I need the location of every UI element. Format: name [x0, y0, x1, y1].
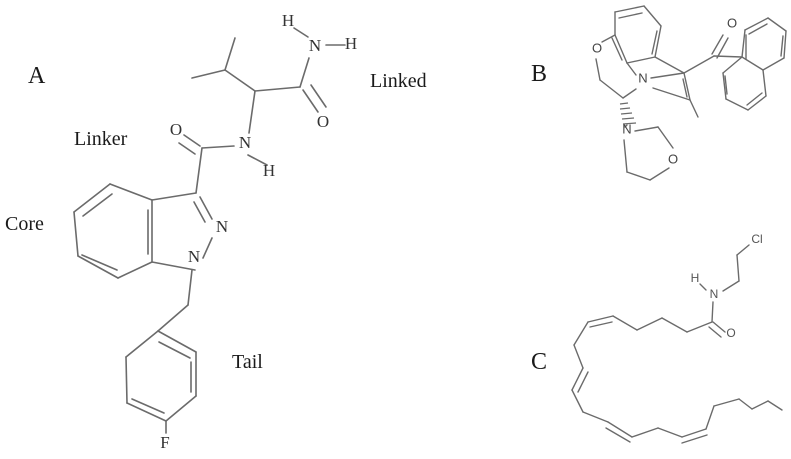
structure-c-atom-labels: Cl H N O — [691, 232, 763, 340]
atom-label-n-pyrrole: N — [638, 70, 647, 85]
atom-label-o-carboxamide: O — [317, 112, 329, 131]
region-label-linked: Linked — [370, 70, 427, 92]
atom-label-o-amide-c: O — [726, 326, 735, 340]
structure-a-atom-labels: O N H H N H O N N F — [160, 11, 357, 452]
atom-label-n2-indazole: N — [216, 217, 228, 236]
atom-label-o-naphthoyl: O — [727, 15, 737, 30]
panel-label-c: C — [531, 349, 548, 375]
structure-b-atom-labels: O N N O O — [592, 15, 737, 166]
atom-label-n-amide-c: N — [710, 287, 719, 301]
structure-a-bonds — [73, 27, 346, 434]
region-label-core: Core — [5, 213, 44, 235]
atom-label-h-amide1: H — [263, 161, 275, 180]
atom-label-n1-indazole: N — [188, 247, 200, 266]
atom-label-cl: Cl — [751, 232, 762, 246]
atom-label-o-linker: O — [170, 120, 182, 139]
panel-label-b: B — [531, 61, 548, 87]
structure-c-bonds — [571, 244, 783, 444]
atom-label-o-oxazine: O — [592, 40, 602, 55]
atom-label-h-amide2-a: H — [282, 11, 294, 30]
atom-label-h-amide-c: H — [691, 271, 700, 285]
panel-label-a: A — [28, 63, 46, 89]
atom-label-f: F — [160, 433, 169, 452]
atom-label-n-amide1: N — [239, 133, 251, 152]
atom-label-o-morpholine: O — [668, 151, 678, 166]
region-label-linker: Linker — [74, 128, 128, 150]
atom-label-h-amide2-b: H — [345, 34, 357, 53]
atom-label-n-morpholine: N — [622, 121, 631, 136]
structure-b-bonds — [595, 5, 787, 181]
region-label-tail: Tail — [232, 351, 263, 373]
atom-label-n-amide2: N — [309, 36, 321, 55]
